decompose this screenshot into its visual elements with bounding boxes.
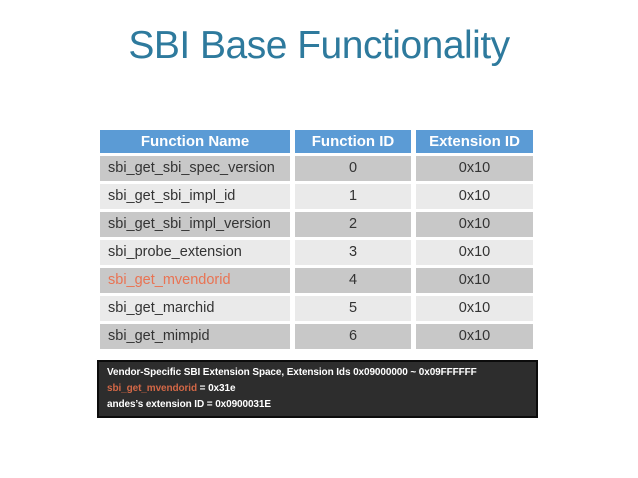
- slide-title: SBI Base Functionality: [128, 24, 510, 67]
- table-cell-name: sbi_get_marchid: [100, 296, 290, 321]
- table-cell-function-id: 4: [295, 268, 411, 293]
- vendor-note-box: Vendor-Specific SBI Extension Space, Ext…: [97, 360, 538, 418]
- table-cell-extension-id: 0x10: [416, 156, 533, 181]
- table-cell-extension-id: 0x10: [416, 296, 533, 321]
- note-line-andes-extension-id: andes’s extension ID = 0x0900031E: [107, 399, 271, 410]
- header-cell-function-id: Function ID: [295, 130, 411, 153]
- table-cell-function-id: 2: [295, 212, 411, 237]
- table-cell-extension-id: 0x10: [416, 324, 533, 349]
- table-cell-extension-id: 0x10: [416, 212, 533, 237]
- table-cell-name: sbi_get_sbi_spec_version: [100, 156, 290, 181]
- table-cell-name: sbi_get_mvendorid: [100, 268, 290, 293]
- table-cell-function-id: 5: [295, 296, 411, 321]
- table-cell-name: sbi_get_sbi_impl_id: [100, 184, 290, 209]
- note-mvendorid-name: sbi_get_mvendorid: [107, 383, 197, 394]
- table-cell-function-id: 0: [295, 156, 411, 181]
- table-cell-extension-id: 0x10: [416, 268, 533, 293]
- table-cell-function-id: 1: [295, 184, 411, 209]
- header-cell-extension-id: Extension ID: [416, 130, 533, 153]
- table-cell-name: sbi_get_mimpid: [100, 324, 290, 349]
- sbi-function-table: Function Name Function ID Extension ID s…: [100, 130, 533, 352]
- table-cell-name: sbi_get_sbi_impl_version: [100, 212, 290, 237]
- note-line-mvendorid: sbi_get_mvendorid = 0x31e: [107, 381, 528, 397]
- note-mvendorid-value: = 0x31e: [197, 383, 236, 394]
- table-cell-name: sbi_probe_extension: [100, 240, 290, 265]
- table-cell-extension-id: 0x10: [416, 240, 533, 265]
- table-cell-function-id: 3: [295, 240, 411, 265]
- note-line-extension-space: Vendor-Specific SBI Extension Space, Ext…: [107, 367, 477, 378]
- table-cell-function-id: 6: [295, 324, 411, 349]
- header-cell-function-name: Function Name: [100, 130, 290, 153]
- table-header-row: Function Name Function ID Extension ID: [100, 130, 533, 153]
- table-cell-extension-id: 0x10: [416, 184, 533, 209]
